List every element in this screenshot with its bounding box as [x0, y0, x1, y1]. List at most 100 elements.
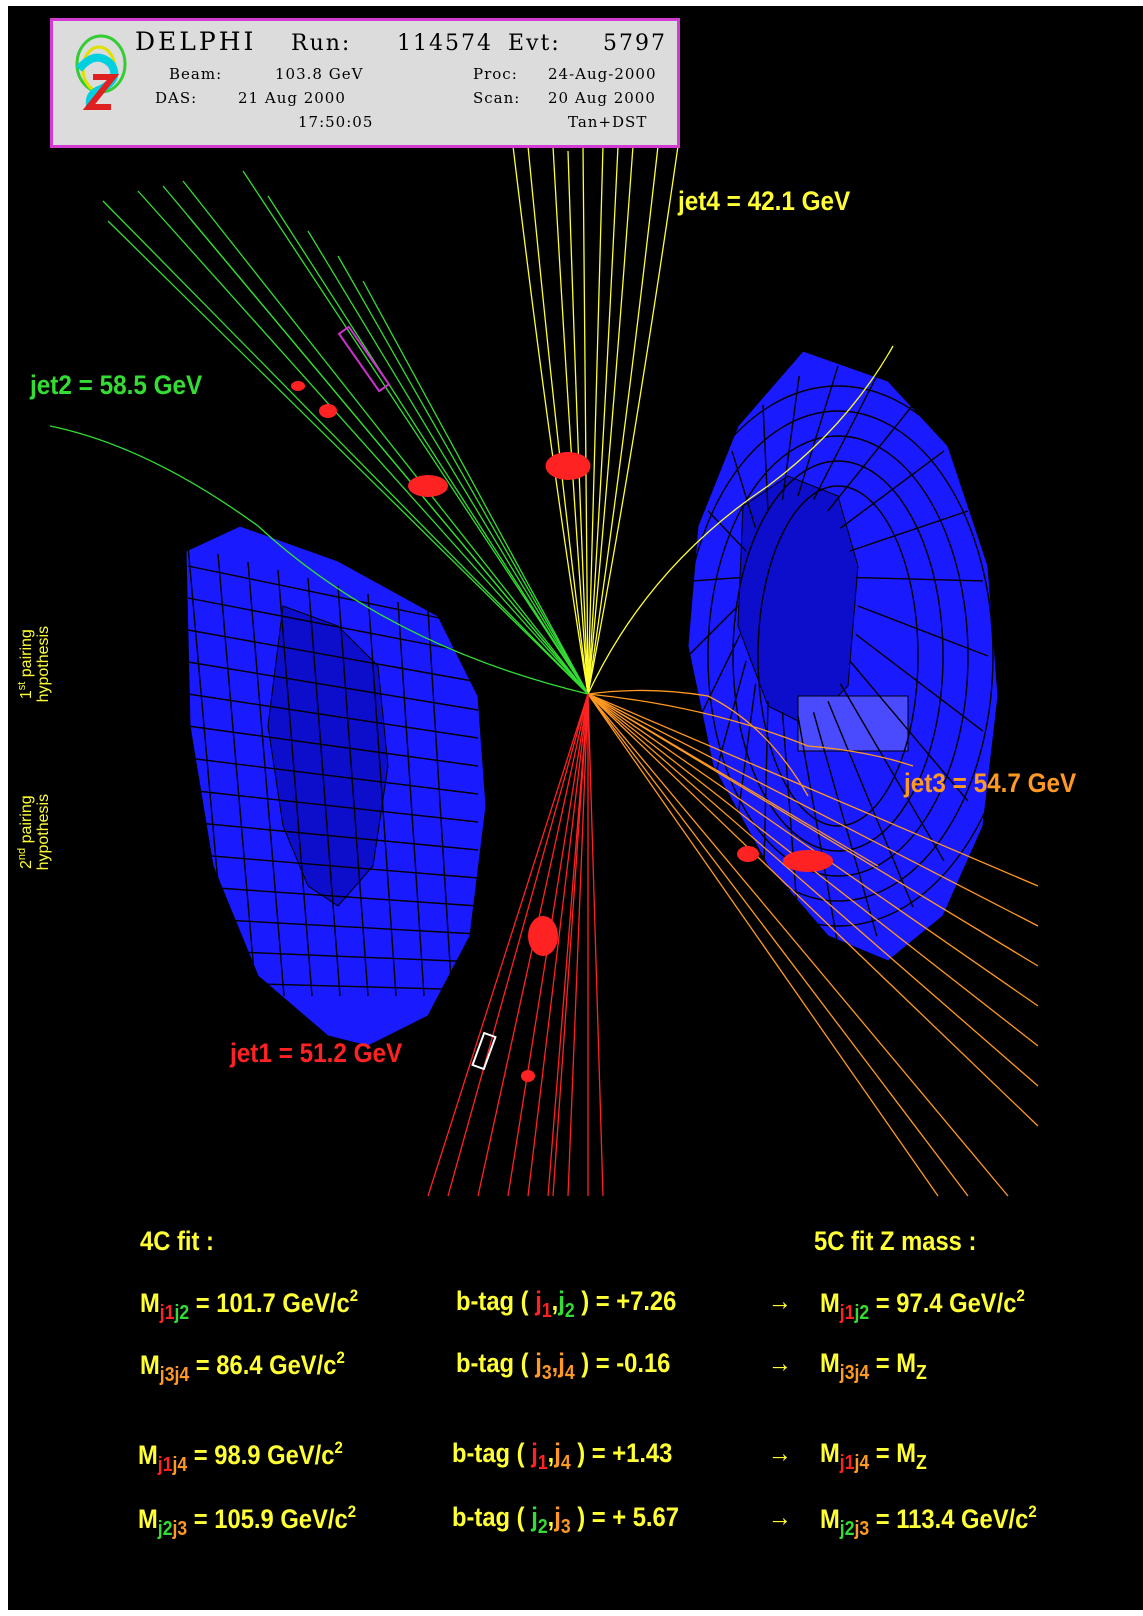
- jet3-track: [587, 693, 879, 867]
- jet2-track: [137, 190, 589, 695]
- hit-box: [337, 325, 391, 393]
- grid-line: [247, 561, 285, 997]
- grid-line: [217, 553, 257, 997]
- energy-cluster: [737, 846, 759, 862]
- jet1-track: [587, 693, 604, 1197]
- grid-line: [855, 633, 984, 732]
- grid-ring: [732, 460, 944, 852]
- grid-line: [812, 375, 878, 501]
- detector-name: DELPHI: [135, 27, 257, 56]
- mass-j1j4: Mj1j4 = 98.9 GeV/c2: [138, 1438, 343, 1476]
- grid-ring: [757, 485, 919, 827]
- jet1-track: [547, 693, 589, 1197]
- jet2-track: [242, 170, 589, 695]
- jet4-label: jet4 = 42.1 GeV: [678, 186, 851, 216]
- jet3-track: [587, 693, 969, 1197]
- left-calorimeter: [185, 525, 487, 1047]
- particle-tracks: [49, 145, 1039, 1197]
- energy-cluster: [528, 916, 558, 956]
- grid-line: [731, 683, 757, 862]
- grid-line: [187, 725, 479, 767]
- arrow-2: →: [768, 1348, 792, 1378]
- jet4-track: [587, 345, 894, 695]
- jet2-track: [187, 215, 589, 695]
- run-label: Run:: [291, 31, 352, 56]
- das-time: 17:50:05: [298, 113, 374, 131]
- energy-cluster: [783, 850, 833, 872]
- grid-line: [781, 375, 800, 500]
- btag-j1j4: b-tag ( j1,j4 ) = +1.43: [452, 1438, 673, 1474]
- grid-line: [187, 545, 229, 997]
- scan-label: Scan:: [473, 89, 521, 107]
- energy-clusters: [291, 325, 833, 1082]
- fit5-j2j3: Mj2j3 = 113.4 GeV/c2: [820, 1502, 1037, 1540]
- grid-line: [187, 629, 479, 683]
- jet2-track: [182, 180, 589, 695]
- jet4-track: [587, 145, 679, 695]
- das-value: 21 Aug 2000: [238, 89, 346, 107]
- delphi-logo: [75, 34, 127, 111]
- evt-label: Evt:: [508, 31, 561, 56]
- jet4-track: [582, 145, 589, 695]
- fit5c-title: 5C fit Z mass :: [814, 1226, 977, 1256]
- grid-line: [797, 365, 839, 497]
- event-display: DELPHI Run: 114574 Evt: 5797 Beam: 103.8…: [8, 6, 1143, 1610]
- jet3-track: [587, 693, 1039, 967]
- jet2-track: [49, 425, 589, 695]
- mass-j1j2: Mj1j2 = 101.7 GeV/c2: [140, 1286, 359, 1324]
- grid-line: [187, 693, 479, 739]
- grid-line: [187, 885, 479, 907]
- jet2-label: jet2 = 58.5 GeV: [30, 370, 203, 400]
- jet1-track: [447, 693, 589, 1197]
- jet3-track: [587, 689, 809, 797]
- event-scene: [49, 145, 1039, 1197]
- arrow-4: →: [768, 1502, 792, 1532]
- beam-label: Beam:: [169, 65, 223, 83]
- jet3-track: [587, 693, 1039, 1007]
- grid-line: [187, 565, 479, 627]
- das-label: DAS:: [155, 89, 198, 107]
- event-header-panel: DELPHI Run: 114574 Evt: 5797 Beam: 103.8…: [50, 18, 680, 148]
- grid-line: [187, 789, 479, 823]
- jet4-track: [527, 145, 589, 695]
- jet2-track: [362, 280, 589, 695]
- jet4-track: [552, 145, 589, 695]
- grid-line: [731, 450, 757, 529]
- grid-line: [187, 917, 479, 935]
- run-number: 114574: [397, 31, 493, 56]
- grid-line: [187, 597, 479, 655]
- mass-j3j4: Mj3j4 = 86.4 GeV/c2: [140, 1348, 345, 1386]
- energy-cluster: [545, 452, 591, 480]
- grid-line: [687, 605, 739, 657]
- grid-line: [187, 661, 479, 711]
- scan-value: 20 Aug 2000: [548, 89, 656, 107]
- jet3-track: [587, 693, 914, 767]
- btag-j3j4: b-tag ( j3,j4 ) = -0.16: [456, 1348, 671, 1384]
- jet4-track: [587, 145, 659, 695]
- arrow-1: →: [768, 1286, 792, 1316]
- evt-number: 5797: [603, 31, 667, 56]
- grid-line: [692, 634, 741, 732]
- hit-box: [471, 1031, 497, 1071]
- btag-j2j3: b-tag ( j2,j3 ) = + 5.67: [452, 1502, 679, 1538]
- jet3-track: [587, 693, 1009, 1197]
- grid-line: [849, 660, 969, 802]
- grid-line: [827, 700, 914, 908]
- jet2-track: [337, 255, 589, 695]
- jet4-track: [587, 145, 619, 695]
- grid-line: [839, 683, 945, 862]
- jet4-track: [587, 145, 604, 695]
- jet1-track: [567, 693, 589, 1197]
- grid-line: [855, 576, 983, 582]
- grid-line: [187, 949, 479, 963]
- right-calorimeter: [657, 350, 1019, 962]
- grid-ring: [657, 385, 1019, 927]
- jet3-track: [587, 693, 1039, 1087]
- grid-line: [812, 712, 878, 937]
- jet1-track: [527, 693, 589, 1197]
- grid-line: [827, 404, 914, 512]
- energy-cluster: [291, 381, 305, 391]
- jet3-track: [587, 693, 1039, 1127]
